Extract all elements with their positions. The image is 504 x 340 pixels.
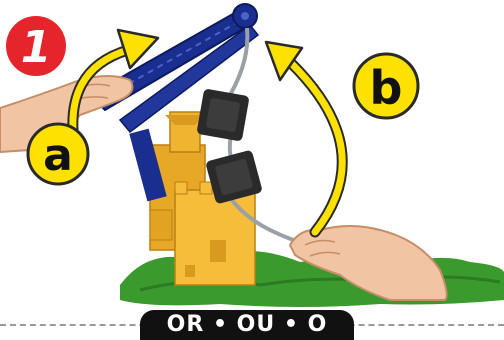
label-b: b	[370, 61, 403, 115]
arrow-b	[266, 42, 342, 232]
label-a: a	[43, 130, 73, 181]
label-a-badge: a	[28, 124, 88, 184]
step-number-badge: 1	[6, 16, 66, 76]
or-separator-banner: OR • OU • O	[140, 310, 354, 340]
crate-upper	[196, 88, 249, 141]
label-b-badge: b	[354, 54, 418, 118]
step-number: 1	[21, 22, 52, 73]
